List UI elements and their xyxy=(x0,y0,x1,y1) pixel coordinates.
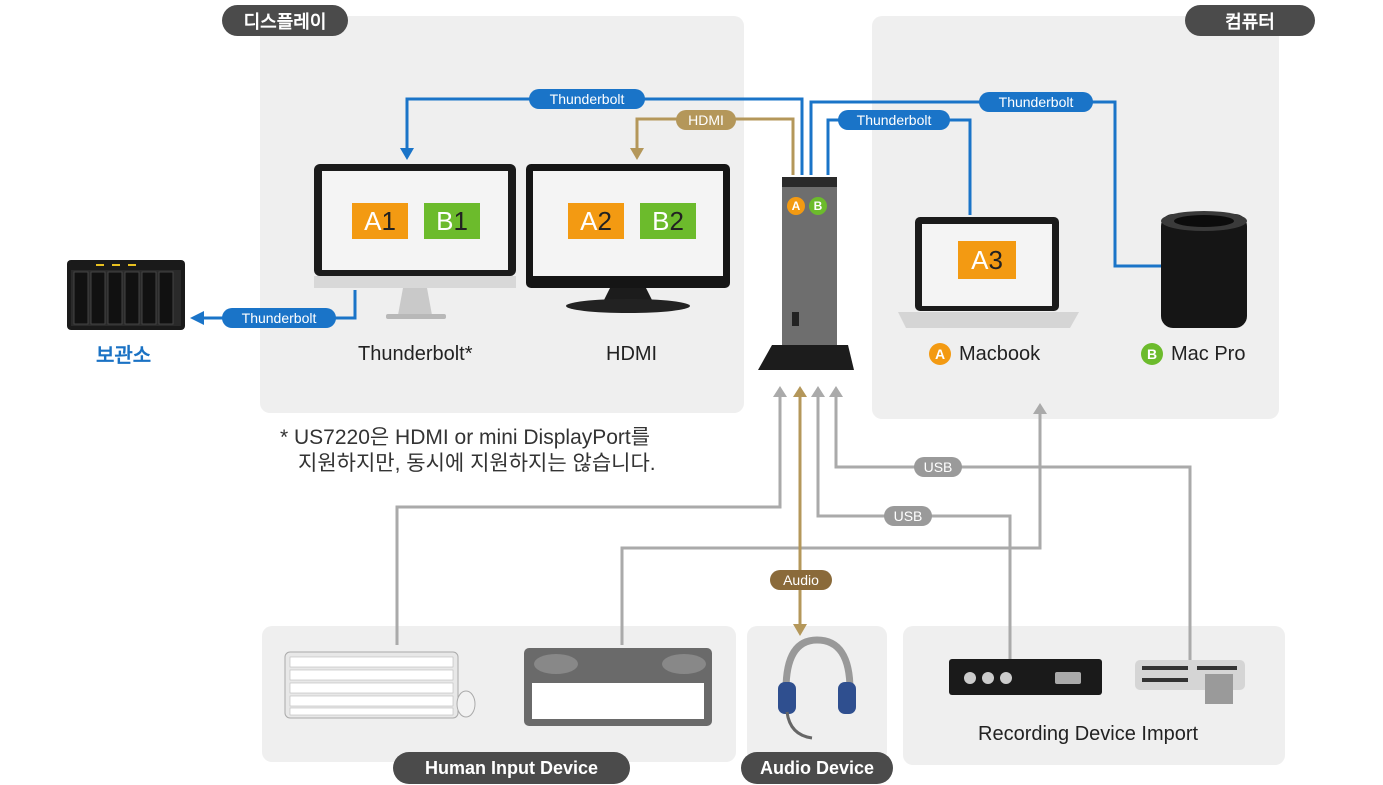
label-monitor-hdmi: HDMI xyxy=(606,342,658,365)
line-tb-display xyxy=(405,97,804,175)
arrow-keyboard xyxy=(773,386,787,397)
arrow-usb-1 xyxy=(829,386,843,397)
line-tb-macbook xyxy=(826,118,972,215)
arrow-usb-2 xyxy=(811,386,825,397)
section-audio: Audio Device xyxy=(741,752,893,784)
card-reader-device xyxy=(1135,660,1245,704)
line-usb-1 xyxy=(834,395,1192,660)
label-monitor-tb: Thunderbolt* xyxy=(358,342,473,365)
line-piano xyxy=(620,412,1042,645)
capture-box-device xyxy=(949,659,1102,695)
arrow-audio-down xyxy=(793,624,807,636)
keyboard-device xyxy=(284,651,476,719)
tag-tb-storage: Thunderbolt xyxy=(222,308,336,328)
tag-audio: Audio xyxy=(770,570,832,590)
label-macpro: B Mac Pro xyxy=(1141,340,1245,368)
arrow-tb-display xyxy=(400,148,414,160)
hdmi-monitor xyxy=(526,164,730,313)
audio-panel xyxy=(747,626,887,762)
tag-usb-2: USB xyxy=(884,506,932,526)
section-display: 디스플레이 xyxy=(222,5,348,36)
arrow-tb-storage xyxy=(190,311,204,325)
tag-hdmi: HDMI xyxy=(676,110,736,130)
hub-badge-b: B xyxy=(813,199,823,213)
macpro-name: Mac Pro xyxy=(1171,342,1246,365)
macbook-badge: A xyxy=(929,343,951,365)
line-usb-2 xyxy=(816,395,1012,660)
line-keyboard xyxy=(395,395,782,645)
label-storage: 보관소 xyxy=(96,344,152,367)
tag-tb-macpro: Thunderbolt xyxy=(979,92,1093,112)
line-tb-macpro xyxy=(809,100,1165,268)
hub-tower xyxy=(758,177,854,370)
macpro-device xyxy=(1161,211,1247,328)
thunderbolt-monitor xyxy=(314,164,516,319)
headphones-device xyxy=(778,636,856,740)
section-hid: Human Input Device xyxy=(393,752,630,784)
piano-device xyxy=(524,648,712,726)
arrow-audio-up xyxy=(793,386,807,397)
storage-device xyxy=(67,260,185,330)
tag-tb-display: Thunderbolt xyxy=(529,89,645,109)
arrow-macbook-panel xyxy=(1033,403,1047,414)
macpro-badge: B xyxy=(1141,343,1163,365)
section-computer: 컴퓨터 xyxy=(1185,5,1315,36)
hub-badge-a: A xyxy=(791,199,801,213)
tag-tb-macbook: Thunderbolt xyxy=(838,110,950,130)
label-macbook: A Macbook xyxy=(929,340,1040,368)
macbook-name: Macbook xyxy=(959,342,1041,365)
tag-usb-1: USB xyxy=(914,457,962,477)
footnote-line1: * US7220은 HDMI or mini DisplayPort를 xyxy=(280,426,651,449)
arrow-hdmi xyxy=(630,148,644,160)
label-recording: Recording Device Import xyxy=(978,722,1199,745)
footnote-line2: 지원하지만, 동시에 지원하지는 않습니다. xyxy=(298,452,656,475)
